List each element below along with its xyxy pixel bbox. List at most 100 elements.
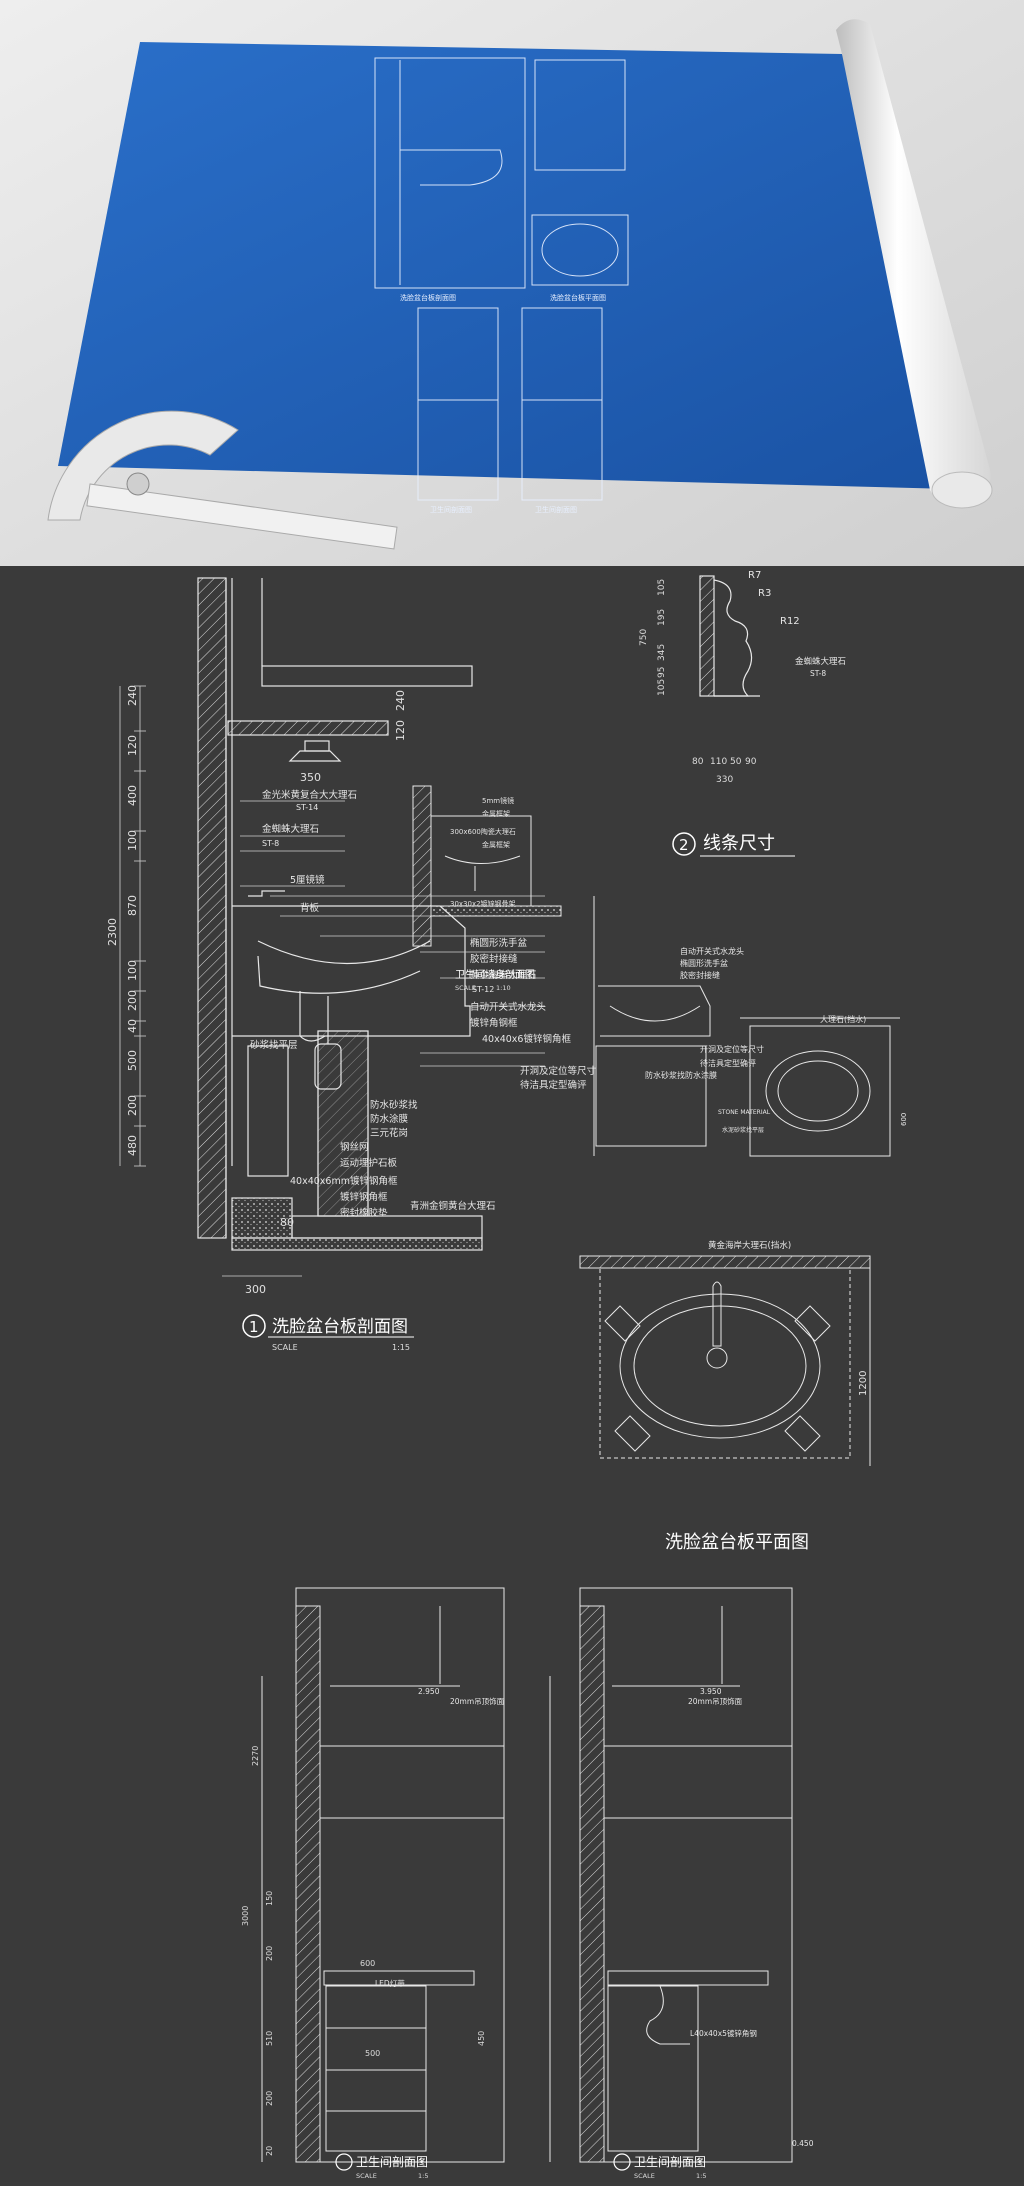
label-goldcoast: 黄金海岸大理石 [470, 969, 537, 981]
dim-left-120: 120 [126, 735, 139, 756]
sa-label-ceiling: 20mm吊顶饰面 [450, 1696, 505, 1706]
dim-top-120: 120 [394, 720, 407, 741]
sa-dim-450: 450 [477, 2031, 486, 2046]
preview-title-3: 卫生间剖面图 [430, 505, 472, 514]
section-b-geometry [549, 1587, 793, 2163]
s2-dim-95: 95 [657, 667, 667, 678]
dim-left-480: 480 [126, 1135, 139, 1156]
section1-number-circle [242, 1314, 266, 1338]
wall-section-title: 卫生间墙身剖面图 [455, 968, 535, 981]
blueprint-poster-photo: 洗脸盆台板剖面图 洗脸盆台板平面图 卫生间剖面图 卫生间剖面图 [0, 0, 1024, 566]
ref-st12: ST-12 [472, 985, 494, 994]
s2-dim-330: 330 [716, 775, 733, 785]
section1-number: 1 [249, 1318, 259, 1336]
sa-dim-3000: 3000 [241, 1906, 250, 1926]
s2-dim-90: 90 [745, 757, 757, 767]
dim-left-870: 870 [126, 895, 139, 916]
dim-left-200b: 200 [126, 1095, 139, 1116]
plan-top-label: 黄金海岸大理石(挡水) [708, 1240, 791, 1251]
section-a-scale-value: 1:5 [418, 2172, 428, 2180]
plan-dim-1200: 1200 [858, 1371, 869, 1396]
poster-svg: 洗脸盆台板剖面图 洗脸盆台板平面图 卫生间剖面图 卫生间剖面图 [0, 0, 1024, 566]
label-granite: 三元花岗 [370, 1127, 408, 1139]
label-mibuhuang: 金光米黄复合大大理石 [262, 789, 357, 801]
section1-geometry [197, 577, 483, 1251]
section-b-title: 卫生间剖面图 [634, 2155, 706, 2169]
plan-geometry [579, 1255, 871, 1466]
wall-label-stone: 300x600陶瓷大理石 [450, 827, 516, 836]
wall-label-frame-2: 金属框架 [482, 840, 510, 849]
sa-dim-500: 500 [365, 2049, 380, 2058]
s2-dim-110: 110 [710, 757, 727, 767]
section1-leaders [240, 800, 545, 1067]
d3-opening: 开洞及定位等尺寸 [700, 1044, 764, 1054]
dim-left-100: 100 [126, 830, 139, 851]
wall-label-frame: 金属框架 [482, 809, 510, 818]
section2-title: 线条尺寸 [703, 833, 775, 854]
dim-left-240: 240 [126, 685, 139, 706]
section-b-scale-label: SCALE [634, 2172, 655, 2180]
section1-dims-left: 240 120 400 100 870 100 200 40 500 200 4… [106, 685, 139, 1156]
sa-dim-510: 510 [265, 2031, 274, 2046]
s2-dim-195: 195 [657, 609, 667, 626]
s2-dim-105a: 105 [657, 579, 667, 596]
sa-dim-20: 20 [265, 2146, 274, 2156]
sa-label-level: 2.950 [418, 1687, 440, 1696]
wall-section-scale-label: SCALE [455, 984, 476, 992]
label-mesh: 钢丝网 [340, 1141, 369, 1153]
dim-bottom-300: 300 [245, 1283, 266, 1296]
section1-labels: 金光米黄复合大大理石 ST-14 金蜘蛛大理石 ST-8 5厘镜镜 背板 自动开… [250, 789, 597, 1219]
label-anglesteel: 镀锌角钢框 [470, 1017, 518, 1029]
radius-r12: R12 [780, 616, 800, 627]
cad-svg: 240 120 400 100 870 100 200 40 500 200 4… [106, 570, 908, 2180]
sa-dim-600: 600 [360, 1959, 375, 1968]
preview-title-1: 洗脸盆台板剖面图 [400, 293, 456, 302]
sa-dim-150: 150 [265, 1891, 274, 1906]
sa-dim-200: 200 [265, 1946, 274, 1961]
section1-scale-label: SCALE [272, 1343, 298, 1352]
dim-left-400: 400 [126, 785, 139, 806]
preview-drawings [374, 57, 629, 501]
sa-dim-2270: 2270 [251, 1746, 260, 1766]
d3-stone-water: 大理石(挡水) [820, 1014, 866, 1024]
dim-left-500: 500 [126, 1050, 139, 1071]
section-b-scale-value: 1:5 [696, 2172, 706, 2180]
dim-left-100b: 100 [126, 960, 139, 981]
label-stone-board: 运动埋护石板 [340, 1157, 398, 1169]
dim-bottom-80: 80 [280, 1216, 294, 1229]
cad-drawing-board: 240 120 400 100 870 100 200 40 500 200 4… [0, 566, 1024, 2182]
s2-dim-50: 50 [730, 757, 742, 767]
section2-number: 2 [679, 836, 689, 854]
preview-title-2: 洗脸盆台板平面图 [550, 293, 606, 302]
sa-dim-200b: 200 [265, 2091, 274, 2106]
s2-dim-345: 345 [657, 644, 667, 661]
wall-label-mirror: 5mm镜镜 [482, 796, 514, 805]
wall-section-scale-value: 1:10 [496, 984, 511, 992]
dim-left-200: 200 [126, 990, 139, 1011]
label-qingzhou: 青洲金铜黄台大理石 [410, 1200, 496, 1212]
d3-stone-material: STONE MATERIAL [718, 1109, 771, 1116]
label-waterproof-mortar: 防水砂浆找 [370, 1099, 418, 1111]
section2-geometry [699, 575, 760, 697]
wall-label-steel: 30x30x2镀锌钢骨架 [450, 899, 516, 908]
section2-ref: ST-8 [810, 669, 826, 678]
dim-top-350: 350 [300, 771, 321, 784]
dim-top-240: 240 [394, 690, 407, 711]
detail3-geometry [593, 896, 900, 1157]
sb-level: 3.950 [700, 1687, 722, 1696]
plan-title: 洗脸盆台板平面图 [665, 1532, 809, 1553]
protractor-icon [47, 410, 398, 550]
d3-waterproof: 防水砂浆找防水涂膜 [645, 1070, 717, 1080]
d3-seal: 胶密封接缝 [680, 970, 720, 980]
label-steel-40: 40x40x6mm镀锌钢角框 [290, 1175, 398, 1187]
label-mirror: 5厘镜镜 [290, 874, 325, 886]
label-jinzhizhu: 金蜘蛛大理石 [262, 823, 319, 835]
section-a-circle [335, 2153, 353, 2171]
ref-st14: ST-14 [296, 803, 318, 812]
section2-dims: 105 195 750 345 95 105 80 110 50 90 330 [639, 579, 757, 785]
section2-label: 金蜘蛛大理石 [795, 656, 846, 667]
section1-dim-lines [119, 685, 302, 1277]
section-a-title: 卫生间剖面图 [356, 2155, 428, 2169]
ref-st8: ST-8 [262, 839, 279, 848]
sa-label-led: LED灯带 [375, 1978, 405, 1988]
